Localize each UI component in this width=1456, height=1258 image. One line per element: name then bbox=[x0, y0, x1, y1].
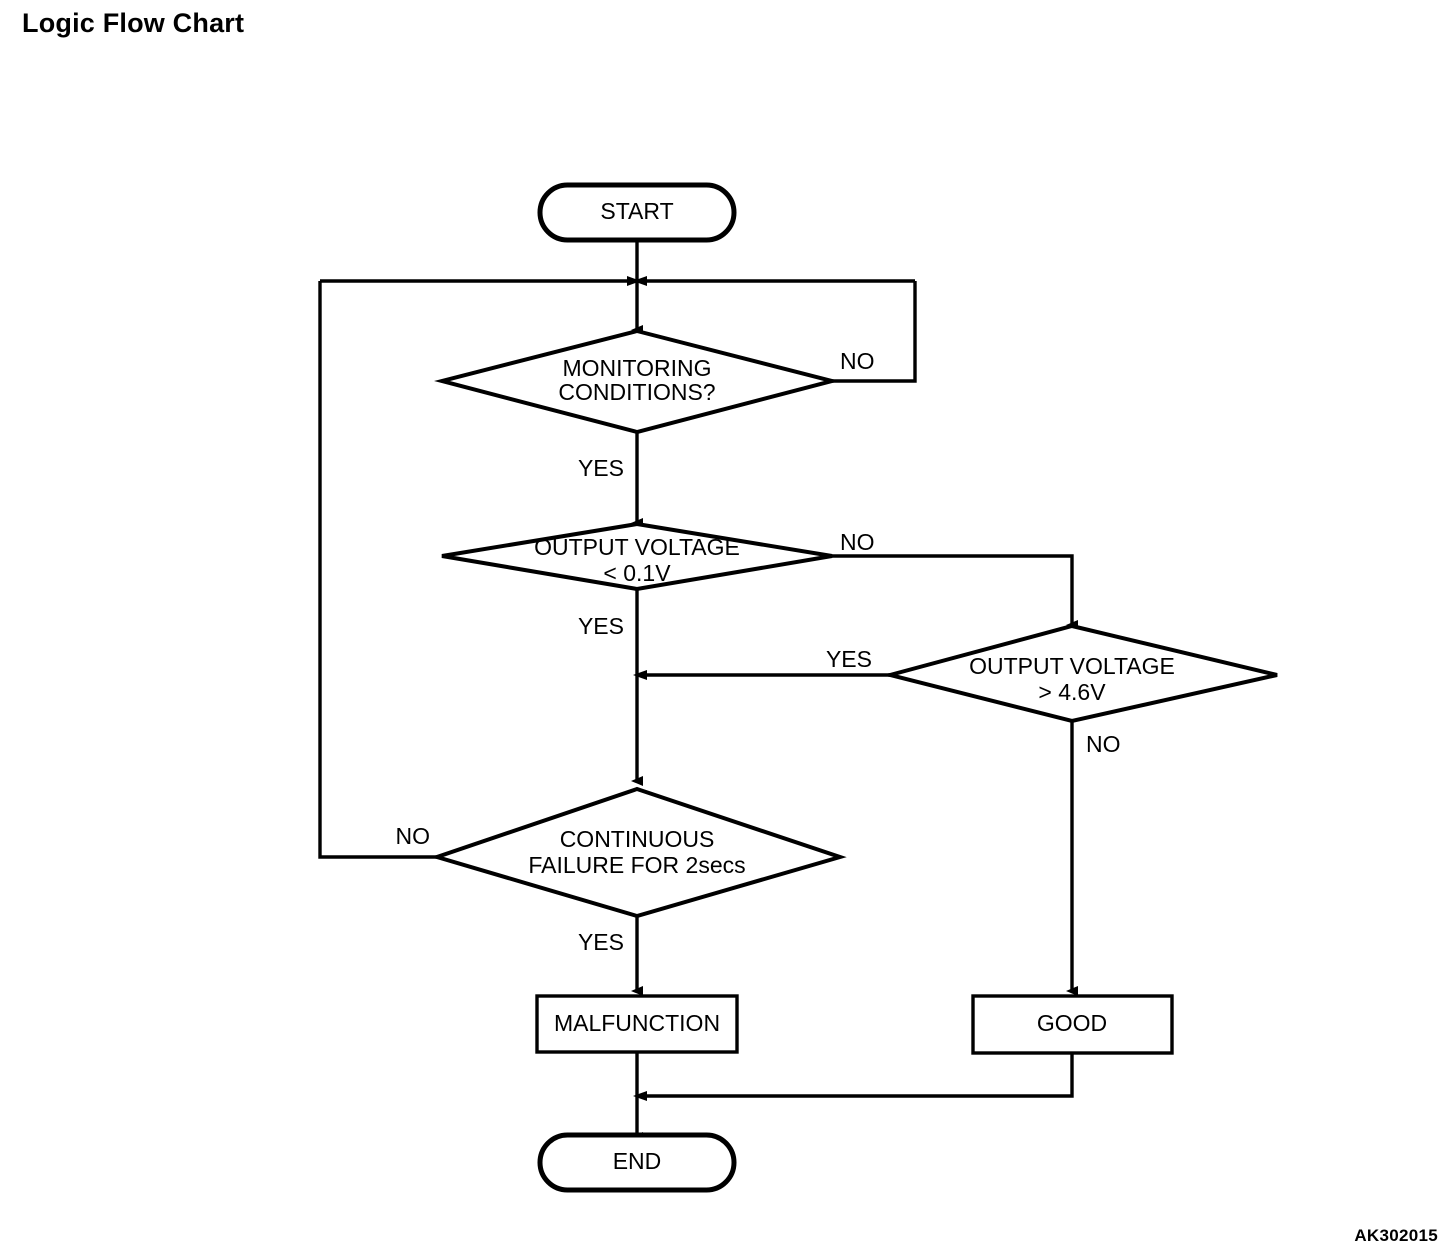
edge-label-voltage-high-no: NO bbox=[1086, 731, 1121, 757]
failure-diamond-shape bbox=[430, 786, 847, 919]
node-output-voltage-high[interactable]: OUTPUT VOLTAGE > 4.6V bbox=[882, 623, 1278, 724]
edge-label-failure-yes: YES bbox=[578, 929, 624, 955]
edge-label-voltage-high-yes: YES bbox=[826, 646, 872, 672]
edge-label-monitoring-no: NO bbox=[840, 348, 875, 374]
monitoring-label-line2: CONDITIONS? bbox=[558, 379, 715, 405]
edge-label-voltage-low-yes: YES bbox=[578, 613, 624, 639]
end-terminator-shape bbox=[537, 1132, 737, 1193]
connector-failure-no-path bbox=[318, 281, 441, 859]
edge-label-monitoring-yes: YES bbox=[578, 455, 624, 481]
start-label: START bbox=[600, 198, 673, 224]
end-label: END bbox=[613, 1148, 662, 1174]
connector-voltage-low-no-path bbox=[832, 554, 1078, 630]
node-start[interactable]: START bbox=[537, 182, 737, 243]
malfunction-label: MALFUNCTION bbox=[554, 1010, 720, 1036]
voltage-low-label-line2: < 0.1V bbox=[603, 560, 671, 586]
node-monitoring-conditions[interactable]: MONITORING CONDITIONS? bbox=[434, 328, 840, 435]
edge-label-failure-no: NO bbox=[396, 823, 431, 849]
node-good[interactable]: GOOD bbox=[971, 994, 1174, 1055]
diagram-reference-code: AK302015 bbox=[1354, 1226, 1438, 1245]
good-box-shape bbox=[971, 994, 1174, 1055]
connector-good-to-end bbox=[633, 1053, 1074, 1101]
failure-label-line2: FAILURE FOR 2secs bbox=[528, 852, 745, 878]
page-title: Logic Flow Chart bbox=[22, 8, 245, 38]
voltage-low-diamond-shape bbox=[441, 521, 833, 592]
good-label: GOOD bbox=[1037, 1010, 1107, 1036]
voltage-high-diamond-shape bbox=[882, 623, 1278, 724]
start-terminator-shape bbox=[537, 182, 737, 243]
edge-label-voltage-low-no: NO bbox=[840, 529, 875, 555]
node-continuous-failure[interactable]: CONTINUOUS FAILURE FOR 2secs bbox=[430, 786, 847, 919]
node-malfunction[interactable]: MALFUNCTION bbox=[535, 994, 739, 1054]
voltage-low-label-line1: OUTPUT VOLTAGE bbox=[534, 534, 740, 560]
voltage-high-label-line2: > 4.6V bbox=[1038, 679, 1106, 705]
monitoring-diamond-shape bbox=[434, 328, 840, 435]
voltage-high-label-line1: OUTPUT VOLTAGE bbox=[969, 653, 1175, 679]
monitoring-label-line1: MONITORING bbox=[562, 355, 711, 381]
failure-label-line1: CONTINUOUS bbox=[560, 826, 715, 852]
node-output-voltage-low[interactable]: OUTPUT VOLTAGE < 0.1V bbox=[441, 521, 833, 592]
malfunction-box-shape bbox=[535, 994, 739, 1054]
connector-monitoring-no-path bbox=[832, 281, 917, 383]
node-end[interactable]: END bbox=[537, 1132, 737, 1193]
